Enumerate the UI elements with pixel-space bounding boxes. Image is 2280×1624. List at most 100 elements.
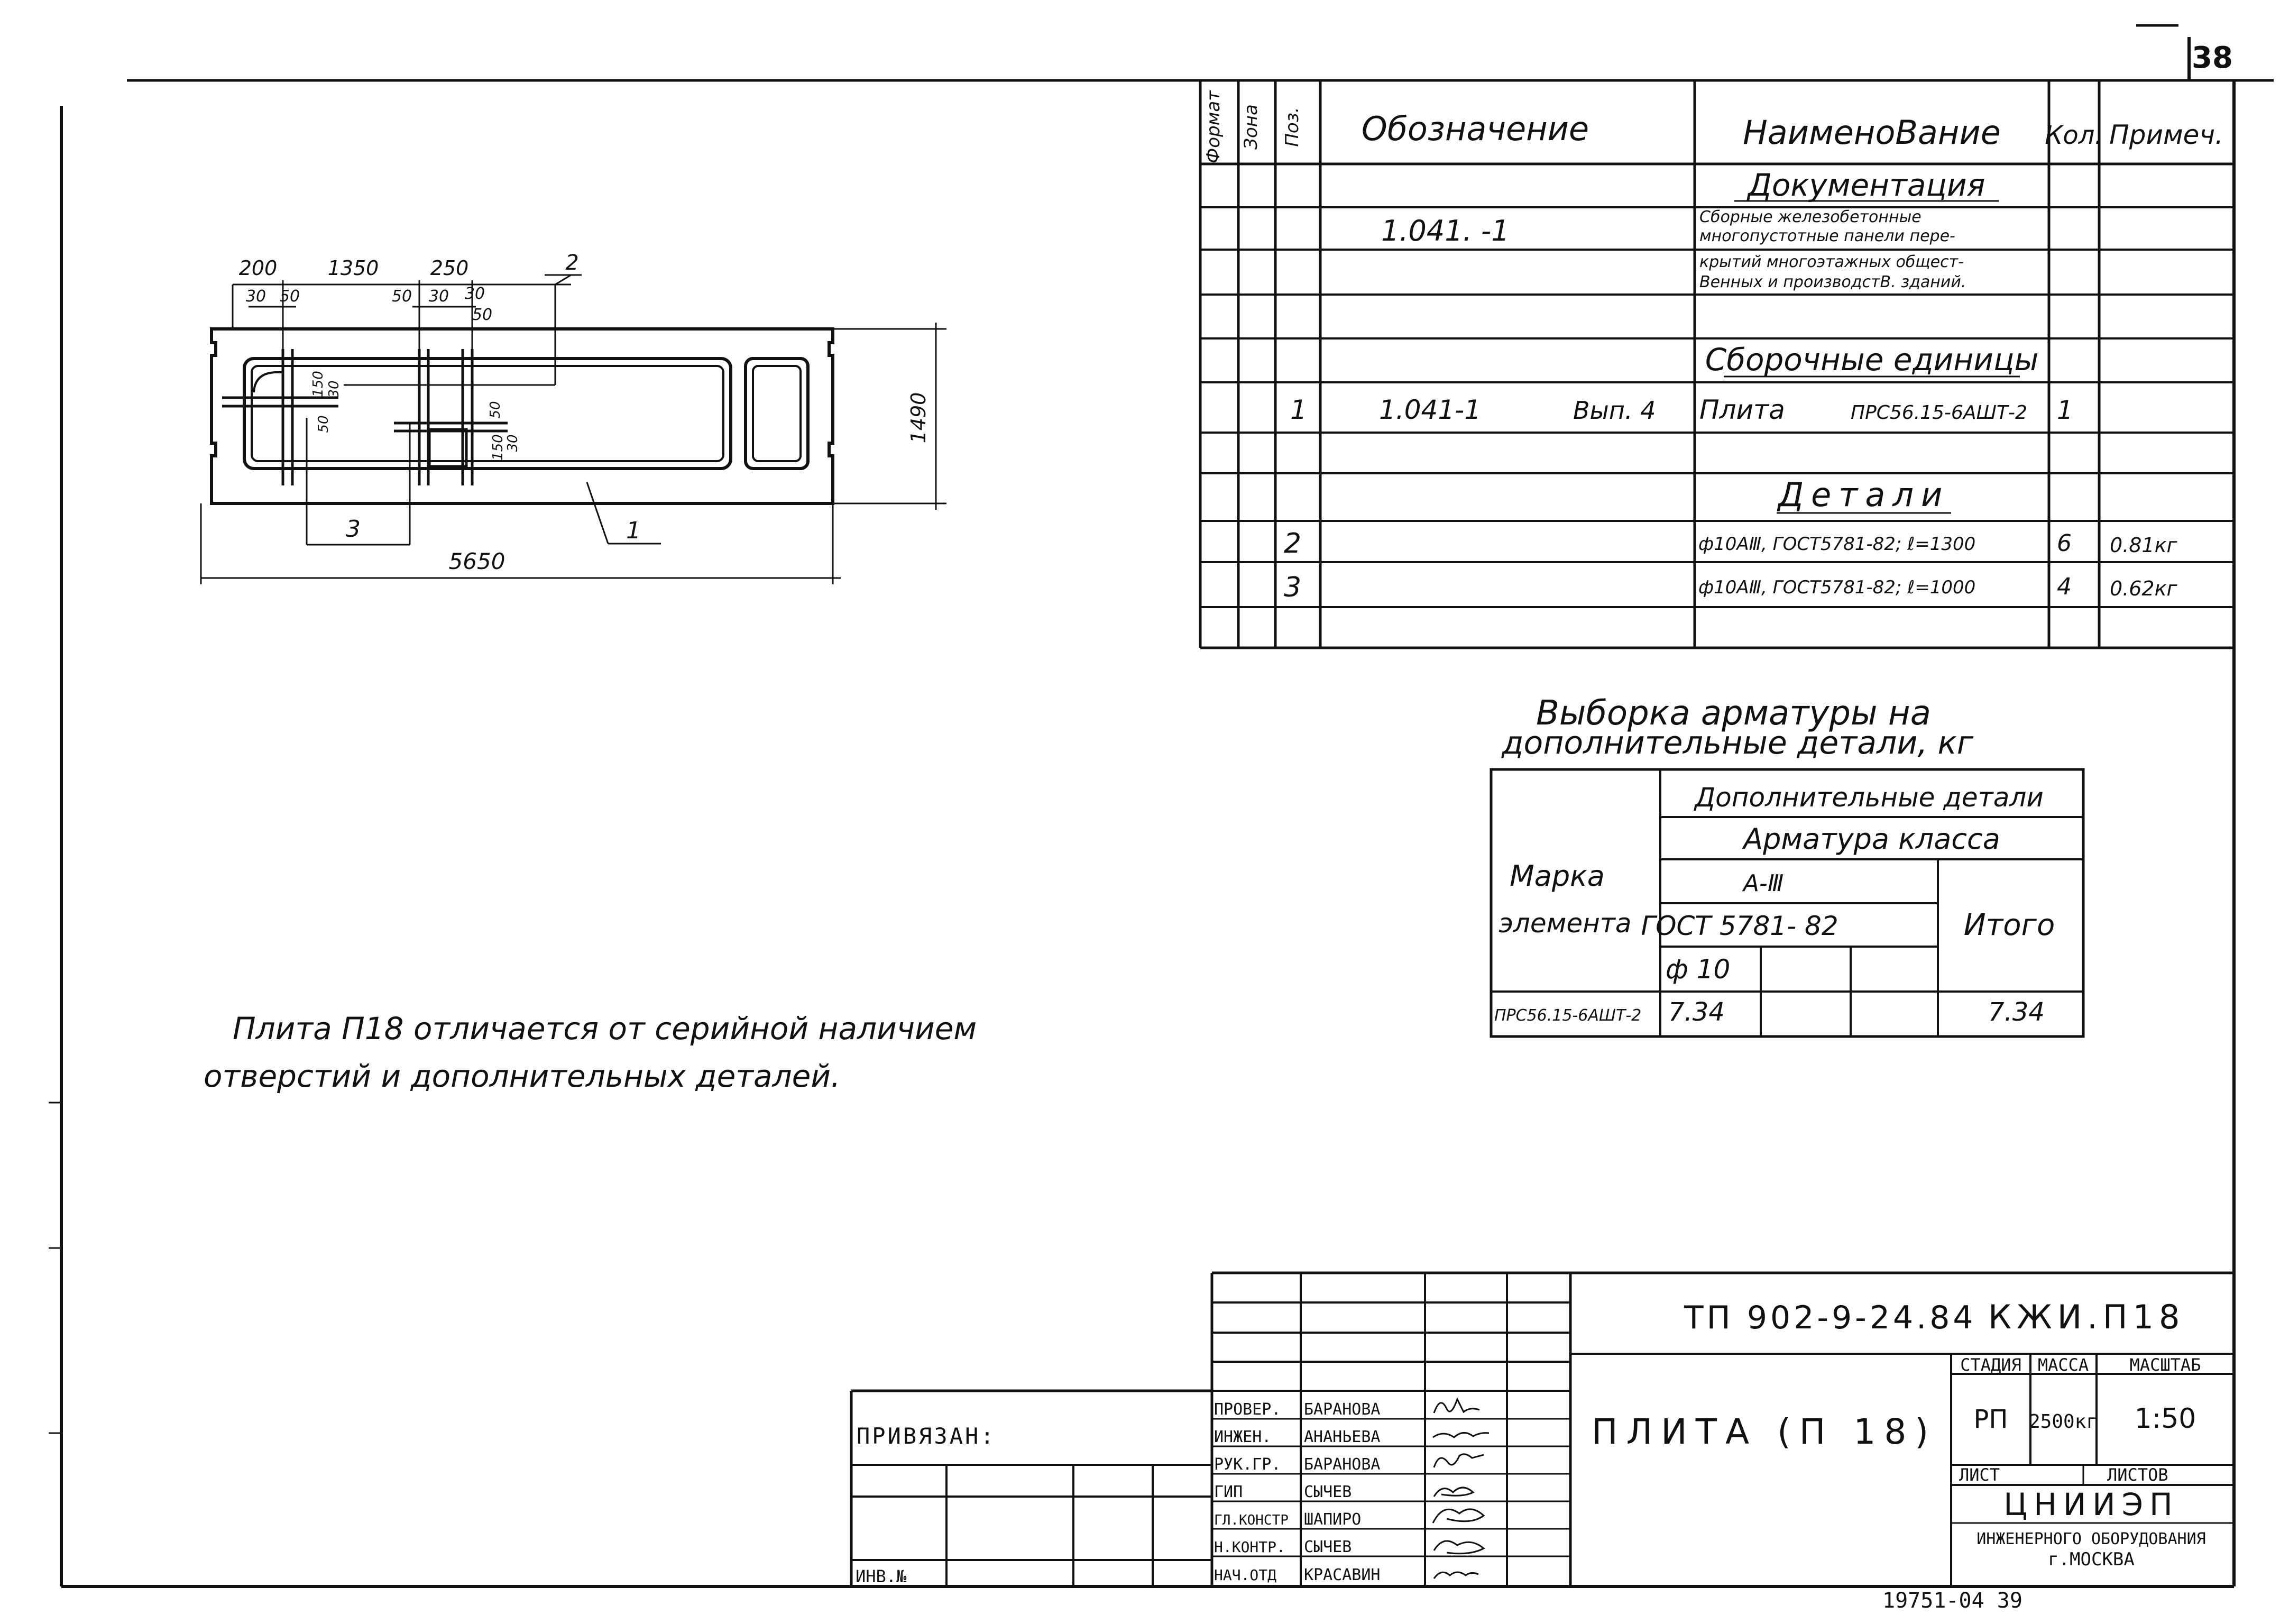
- bound-label: ПРИВЯЗАН:: [857, 1423, 996, 1449]
- dim-150-a: 150: [310, 371, 326, 397]
- org-name: ЦНИИЭП: [2003, 1487, 2179, 1522]
- title-block-grid: [850, 1271, 2234, 1586]
- name-ananieva: АНАНЬЕВА: [1304, 1428, 1381, 1446]
- note-text: Плита П18 отличается от серийной наличие…: [204, 1011, 977, 1094]
- rebar-class-header: Арматура класса: [1742, 822, 2000, 856]
- name-shapiro: ШАПИРО: [1304, 1510, 1361, 1529]
- page-number: 38: [2192, 41, 2233, 75]
- sheet-label: ЛИСТ: [1959, 1465, 2000, 1485]
- dim-50-d: 50: [316, 415, 332, 433]
- dim-50-e: 50: [488, 401, 503, 418]
- rebar-row-total: 7.34: [1988, 997, 2045, 1027]
- signature-names: БАРАНОВА АНАНЬЕВА БАРАНОВА СЫЧЕВ ШАПИРО …: [1304, 1400, 1381, 1584]
- detail-3-note: 0.62кг: [2110, 577, 2178, 600]
- note-line-2: отверстий и дополнительных деталей.: [204, 1058, 840, 1094]
- detail-2-pos: 2: [1284, 528, 1301, 559]
- role-chief-engineer: ГИП: [1214, 1483, 1243, 1501]
- name-baranova-1: БАРАНОВА: [1304, 1400, 1381, 1419]
- header-pos: Поз.: [1282, 107, 1303, 146]
- dim-200: 200: [239, 256, 278, 280]
- inv-label: ИНВ.№: [856, 1566, 907, 1586]
- doc-name-line-1: Сборные железобетонные: [1699, 208, 1922, 226]
- total-header: Итого: [1964, 908, 2055, 942]
- unit-designation: 1.041-1: [1379, 394, 1481, 425]
- section-documentation: Документация: [1746, 167, 1985, 203]
- slab-plan-drawing: [200, 274, 946, 584]
- name-baranova-2: БАРАНОВА: [1304, 1455, 1381, 1474]
- scale-header: МАСШТАБ: [2130, 1355, 2201, 1375]
- header-name: НаименоВание: [1743, 113, 2001, 152]
- additional-details-header: Дополнительные детали: [1694, 782, 2044, 813]
- header-qty: Кол.: [2045, 121, 2102, 150]
- callout-1: 1: [626, 517, 641, 544]
- name-sychev-2: СЫЧЕВ: [1304, 1538, 1352, 1556]
- document-mark: КЖИ.П18: [1988, 1298, 2185, 1336]
- unit-issue: Вып. 4: [1573, 396, 1656, 425]
- dim-30-c: 30: [465, 285, 485, 303]
- role-group-lead: РУК.ГР.: [1214, 1455, 1281, 1474]
- document-code: ТП 902-9-24.84: [1684, 1299, 1976, 1336]
- detail-2-name: ф10АⅢ, ГОСТ5781-82; ℓ=1300: [1698, 534, 1975, 555]
- header-zone: Зона: [1240, 104, 1262, 150]
- spec-table-body: Документация 1.041. -1 Сборные железобет…: [1284, 167, 2178, 603]
- unit-name: Плита: [1699, 394, 1785, 425]
- unit-mark: ПРС56.15-6АШТ-2: [1851, 402, 2027, 424]
- doc-name-line-3: крытий многоэтажных общест-: [1699, 253, 1964, 271]
- dim-30-b: 30: [429, 287, 449, 306]
- rebar-class-value: А-Ⅲ: [1742, 870, 1783, 897]
- role-norm-control: Н.КОНТР.: [1214, 1538, 1285, 1556]
- drawing-title: ПЛИТА (П 18): [1592, 1411, 1937, 1452]
- dim-5650: 5650: [449, 548, 505, 574]
- unit-qty: 1: [2057, 396, 2073, 425]
- role-dept-head: НАЧ.ОТД: [1214, 1566, 1276, 1584]
- dim-50-b: 50: [392, 287, 412, 306]
- dim-1490: 1490: [907, 392, 930, 444]
- detail-3-name: ф10АⅢ, ГОСТ5781-82; ℓ=1000: [1698, 577, 1975, 598]
- name-sychev-1: СЫЧЕВ: [1304, 1483, 1352, 1501]
- mass-value: 2500кг: [2029, 1411, 2098, 1433]
- plan-dimensions: 200 1350 250 30 50 50 30 30 50 2 3 1 149…: [239, 251, 930, 574]
- header-designation: Обозначение: [1362, 109, 1589, 148]
- name-krasavin: КРАСАВИН: [1304, 1566, 1381, 1584]
- doc-designation: 1.041. -1: [1381, 214, 1510, 247]
- stage-header: СТАДИЯ: [1960, 1355, 2021, 1375]
- dim-30-a: 30: [246, 287, 266, 306]
- note-line-1: Плита П18 отличается от серийной наличие…: [233, 1011, 977, 1047]
- mark-header-line-1: Марка: [1510, 859, 1605, 893]
- dim-50-c: 50: [472, 306, 492, 324]
- stage-value: РП: [1973, 1405, 2008, 1434]
- rebar-row-mark: ПРС56.15-6АШТ-2: [1494, 1006, 1641, 1025]
- signature-roles: ПРОВЕР. ИНЖЕН. РУК.ГР. ГИП ГЛ.КОНСТР Н.К…: [1214, 1400, 1289, 1584]
- spec-table-grid: [1199, 80, 2234, 649]
- dim-1350: 1350: [328, 256, 379, 280]
- dim-150-b: 150: [490, 434, 506, 461]
- unit-pos: 1: [1290, 394, 1307, 425]
- handwritten-signatures: [1432, 1397, 1490, 1579]
- rebar-table-title: Выборка арматуры на дополнительные детал…: [1501, 694, 1974, 761]
- mass-header: МАССА: [2038, 1355, 2089, 1375]
- dim-30-d: 30: [326, 380, 342, 398]
- detail-3-qty: 4: [2057, 573, 2072, 600]
- detail-2-note: 0.81кг: [2110, 534, 2178, 557]
- title-block-text: ТП 902-9-24.84 КЖИ.П18 ПЛИТА (П 18) СТАД…: [856, 1298, 2206, 1586]
- header-note: Примеч.: [2109, 120, 2223, 150]
- role-chief-designer: ГЛ.КОНСТР: [1214, 1512, 1289, 1528]
- doc-name-line-4: Венных и производстВ. зданий.: [1699, 273, 1966, 291]
- dim-50-a: 50: [280, 287, 300, 306]
- dim-30-e: 30: [505, 434, 521, 452]
- rebar-title-line-1: Выборка арматуры на: [1536, 694, 1931, 733]
- diameter-header: ф 10: [1666, 954, 1730, 985]
- callout-2: 2: [565, 251, 578, 275]
- rebar-title-line-2: дополнительные детали, кг: [1501, 724, 1974, 761]
- callout-3: 3: [346, 516, 361, 543]
- sheets-label: ЛИСТОВ: [2107, 1465, 2168, 1485]
- role-checked: ПРОВЕР.: [1214, 1400, 1281, 1419]
- rebar-row-value: 7.34: [1668, 997, 1725, 1027]
- role-engineer: ИНЖЕН.: [1214, 1428, 1271, 1446]
- dim-250: 250: [430, 256, 469, 280]
- doc-name-line-2: многопустотные панели пере-: [1699, 227, 1955, 245]
- mark-header-line-2: элемента: [1498, 908, 1631, 939]
- rebar-table-body: Марка элемента Дополнительные детали Арм…: [1494, 782, 2055, 1027]
- section-assembly-units: Сборочные единицы: [1705, 342, 2039, 378]
- spec-table-headers: Формат Зона Поз. Обозначение НаименоВани…: [1203, 90, 2223, 163]
